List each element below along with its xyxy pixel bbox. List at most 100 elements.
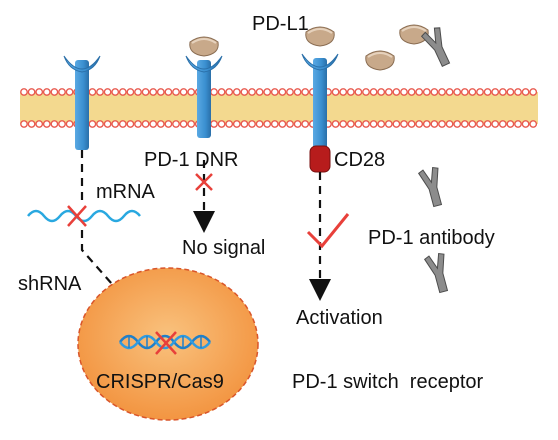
lipid-head bbox=[225, 88, 234, 96]
lipid-head bbox=[210, 88, 218, 96]
lipid-head bbox=[491, 88, 500, 96]
lipid-head bbox=[438, 120, 446, 128]
lipid-head bbox=[263, 120, 272, 128]
lipid-head bbox=[468, 120, 477, 128]
lipid-head bbox=[118, 120, 127, 128]
lipid-head bbox=[529, 120, 538, 128]
lipid-head bbox=[172, 88, 180, 96]
lipid-head bbox=[377, 88, 386, 96]
lipid-head bbox=[529, 88, 538, 96]
lipid-head bbox=[400, 88, 408, 96]
pd1-dnr-receptor bbox=[185, 36, 223, 138]
lipid-head bbox=[20, 120, 28, 128]
label-shrna: shRNA bbox=[18, 273, 82, 295]
lipid-head bbox=[149, 120, 158, 128]
lipid-head bbox=[521, 88, 530, 96]
lipid-head bbox=[293, 88, 302, 96]
lipid-head bbox=[96, 120, 104, 128]
lipid-head bbox=[407, 88, 416, 96]
lipid-head bbox=[498, 120, 507, 128]
lipid-head bbox=[400, 120, 408, 128]
lipid-head bbox=[301, 88, 310, 96]
label-mrna: mRNA bbox=[96, 181, 156, 203]
label-no-signal: No signal bbox=[182, 237, 265, 259]
lipid-head bbox=[50, 120, 59, 128]
lipid-head bbox=[210, 120, 218, 128]
lipid-head bbox=[384, 88, 393, 96]
lipid-head bbox=[42, 120, 51, 128]
lipid-head bbox=[354, 120, 363, 128]
lipid-head bbox=[331, 120, 340, 128]
lipid-head bbox=[217, 120, 226, 128]
lipid-head bbox=[346, 88, 355, 96]
label-pd-l1: PD-L1 bbox=[252, 13, 309, 35]
lipid-head bbox=[339, 120, 348, 128]
lipid-head bbox=[141, 88, 150, 96]
lipid-head bbox=[96, 88, 104, 96]
check-icon bbox=[306, 213, 350, 249]
lipid-head bbox=[453, 88, 462, 96]
lipid-head bbox=[232, 88, 241, 96]
lipid-head bbox=[179, 88, 188, 96]
lipid-head bbox=[27, 120, 36, 128]
lipid-head bbox=[521, 120, 530, 128]
label-pd1-antibody: PD-1 antibody bbox=[368, 227, 495, 249]
lipid-head bbox=[438, 88, 446, 96]
lipid-head bbox=[88, 88, 97, 96]
lipid-head bbox=[187, 88, 196, 96]
lipid-head bbox=[58, 88, 66, 96]
pd1-antibody-icon bbox=[420, 25, 456, 70]
lipid-head bbox=[270, 120, 279, 128]
lipid-head bbox=[476, 88, 484, 96]
pd1-antibody-icon bbox=[423, 251, 454, 295]
lipid-head bbox=[156, 88, 165, 96]
label-crispr: CRISPR/Cas9 bbox=[96, 371, 224, 393]
pd-l1-ligand bbox=[304, 26, 336, 47]
lipid-head bbox=[35, 120, 44, 128]
lipid-head bbox=[514, 120, 522, 128]
lipid-head bbox=[483, 120, 492, 128]
lipid-head bbox=[476, 120, 484, 128]
lipid-head bbox=[42, 88, 51, 96]
lipid-head bbox=[377, 120, 386, 128]
lipid-head bbox=[346, 120, 355, 128]
lipid-head bbox=[354, 88, 363, 96]
lipid-head bbox=[384, 120, 393, 128]
lipid-head bbox=[369, 88, 378, 96]
cross-icon bbox=[155, 331, 177, 355]
lipid-head bbox=[134, 120, 142, 128]
label-switch-receptor: PD-1 switch receptor bbox=[292, 371, 484, 393]
pd1-receptor-left bbox=[63, 55, 101, 150]
lipid-head bbox=[278, 88, 287, 96]
lipid-head bbox=[217, 88, 226, 96]
pd1-switch-receptor bbox=[301, 26, 339, 173]
label-pd1-dnr: PD-1 DNR bbox=[144, 149, 238, 171]
lipid-head bbox=[514, 88, 522, 96]
lipid-head bbox=[445, 88, 454, 96]
lipid-head bbox=[407, 120, 416, 128]
lipid-head bbox=[415, 88, 424, 96]
lipid-head bbox=[278, 120, 287, 128]
lipid-head bbox=[430, 120, 439, 128]
lipid-head bbox=[286, 120, 294, 128]
lipid-head bbox=[58, 120, 66, 128]
cell-membrane bbox=[20, 88, 538, 128]
lipid-head bbox=[232, 120, 241, 128]
mrna-strand bbox=[27, 209, 141, 223]
lipid-head bbox=[460, 120, 469, 128]
lipid-head bbox=[35, 88, 44, 96]
lipid-head bbox=[293, 120, 302, 128]
lipid-head bbox=[286, 88, 294, 96]
lipid-head bbox=[50, 88, 59, 96]
lipid-head bbox=[362, 88, 370, 96]
lipid-head bbox=[392, 88, 401, 96]
lipid-head bbox=[134, 88, 142, 96]
label-cd28: CD28 bbox=[334, 149, 385, 171]
lipid-head bbox=[491, 120, 500, 128]
lipid-head bbox=[240, 120, 249, 128]
lipid-head bbox=[331, 88, 340, 96]
lipid-head bbox=[111, 88, 120, 96]
cross-icon bbox=[67, 205, 87, 227]
